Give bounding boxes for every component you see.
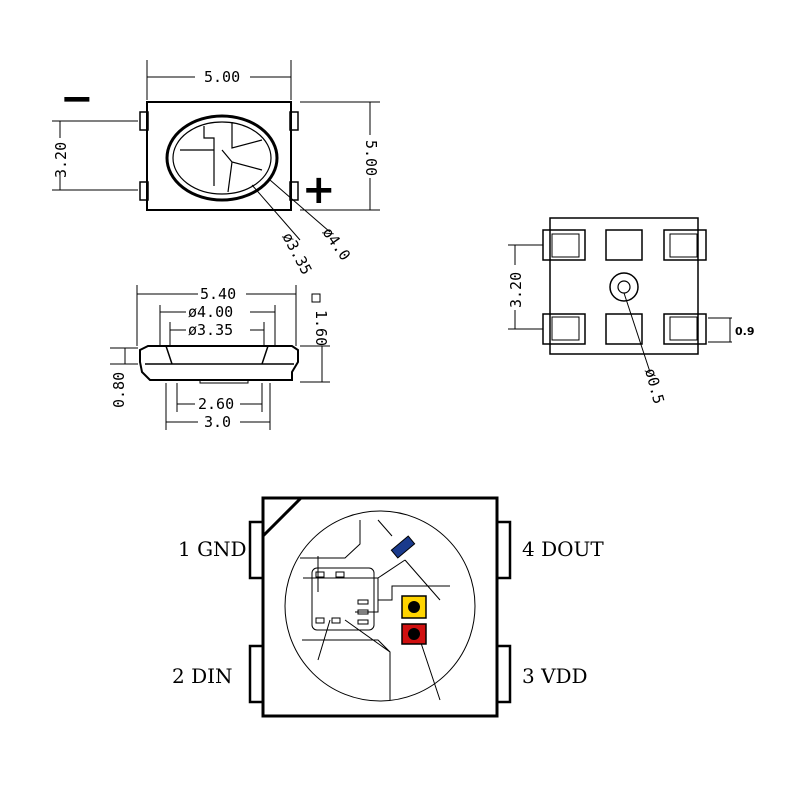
lead-left-top (139, 111, 149, 131)
side-height-label: 1.60 (312, 310, 330, 346)
pinout-view: 1 GND 2 DIN 4 DOUT 3 VDD (172, 496, 604, 718)
minus-polarity-mark: − (60, 76, 94, 122)
side-width-label: 5.40 (200, 285, 236, 303)
plus-polarity-mark: + (302, 167, 336, 213)
bottom-view-body (549, 217, 699, 355)
bottom-pad-bc (605, 313, 643, 345)
blue-led-chip (390, 535, 416, 559)
pin1-label: 1 GND (178, 537, 247, 561)
pin1-lead (248, 520, 265, 580)
top-inner-dia-label: ø3.35 (278, 229, 315, 277)
side-view: 5.40 ø4.00 ø3.35 1.60 0.80 2.60 3.0 (110, 285, 330, 431)
side-dia-inner-label: ø3.35 (188, 321, 233, 339)
side-pad-outer-label: 3.0 (204, 413, 231, 431)
pinout-traces (300, 519, 450, 701)
pin4-label: 4 DOUT (522, 537, 604, 561)
top-width-label: 5.00 (204, 68, 240, 86)
ic-outline (311, 567, 375, 631)
side-view-profile (139, 345, 299, 381)
top-height-label: 5.00 (362, 140, 380, 176)
pin1-chamfer-mark (261, 496, 303, 538)
top-view-body (146, 101, 292, 211)
bottom-pad-label: 0.9 (735, 325, 755, 338)
lead-left-bottom (139, 181, 149, 201)
bottom-pad-tr (663, 229, 707, 261)
top-view: 5.00 5.00 3.20 − + ø3.35 ø4.0 (52, 60, 380, 278)
pin2-label: 2 DIN (172, 664, 233, 688)
pin3-label: 3 VDD (522, 664, 588, 688)
lead-right-bottom (289, 181, 299, 201)
bottom-pad-br (663, 313, 707, 345)
bottom-hole-label: ø0.5 (641, 366, 668, 406)
bottom-pad-tc (605, 229, 643, 261)
side-dia-outer-label: ø4.00 (188, 303, 233, 321)
lens-die-pattern (180, 122, 263, 193)
lens-inner (172, 121, 272, 195)
pin4-lead (495, 520, 512, 580)
pin2-lead (248, 644, 265, 704)
bottom-center-hole (609, 272, 639, 302)
lens-outer (165, 114, 279, 202)
bottom-pin-span-label: 3.20 (507, 272, 525, 308)
red-led-die (408, 628, 420, 640)
bottom-view: ø0.5 3.20 0.9 (507, 217, 755, 406)
side-base-label: 0.80 (110, 372, 128, 408)
pin3-lead (495, 644, 512, 704)
pinout-lens (284, 510, 476, 702)
lead-right-top (289, 111, 299, 131)
yellow-led-die (408, 601, 420, 613)
top-pin-span-label: 3.20 (52, 142, 70, 178)
pinout-body (261, 496, 499, 718)
side-pad-inner-label: 2.60 (198, 395, 234, 413)
top-outer-dia-label: ø4.0 (319, 224, 354, 264)
